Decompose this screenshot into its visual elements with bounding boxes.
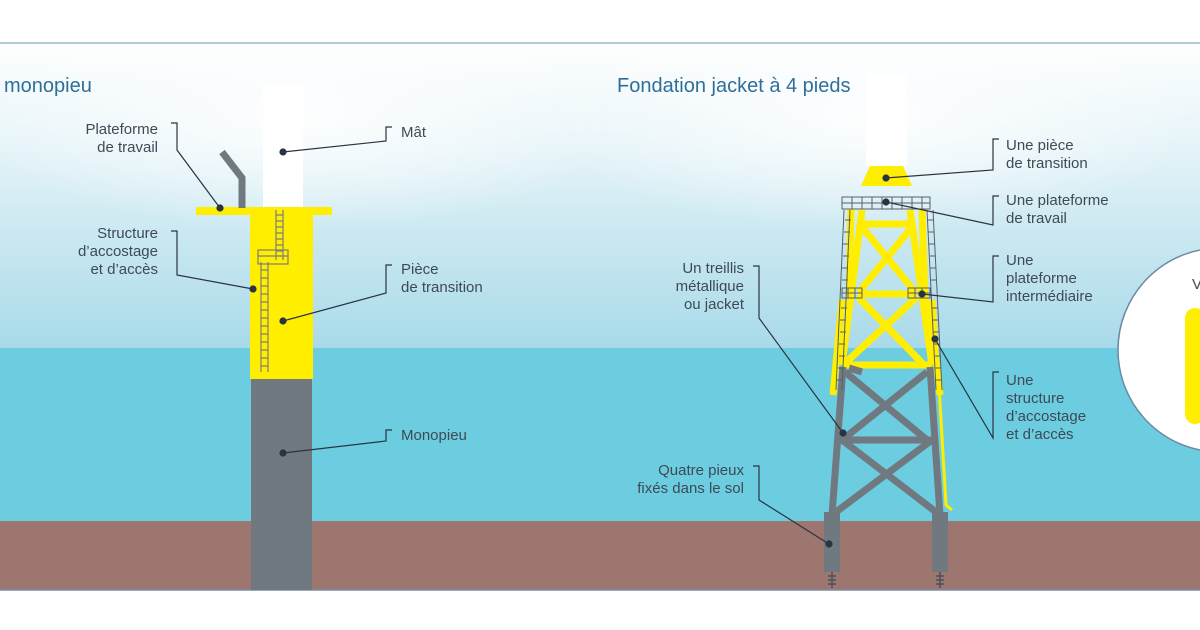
sky-haze-left <box>0 10 630 230</box>
monopile-title: monopieu <box>4 75 92 97</box>
jacket-title: Fondation jacket à 4 pieds <box>617 75 851 97</box>
label-jacket-lattice: Un treillis métallique ou jacket <box>620 260 744 314</box>
monopile-ladder <box>257 210 289 372</box>
label-line: Une <box>1006 252 1034 269</box>
jacket-pile-right <box>932 512 948 572</box>
monopile-leaders <box>171 122 392 457</box>
side-panel-text: V <box>1192 276 1200 293</box>
label-jacket-intermediate: Une plateforme intermédiaire <box>1006 252 1093 306</box>
jacket-mast <box>866 74 907 166</box>
label-line: Une pièce <box>1006 137 1074 154</box>
monopile-mast <box>263 85 303 211</box>
label-jacket-transition: Une pièce de transition <box>1006 137 1088 173</box>
label-line: structure <box>1006 390 1065 407</box>
label-line: Structure <box>97 225 158 242</box>
label-jacket-piles: Quatre pieux fixés dans le sol <box>610 462 744 498</box>
label-monopile-platform: Plateforme de travail <box>40 121 158 157</box>
jacket-pile-screws <box>828 572 944 588</box>
jacket-lower-lattice <box>828 364 944 516</box>
monopile-crane <box>219 149 246 208</box>
label-line: et d’accès <box>90 261 158 278</box>
jacket-pile-left <box>824 512 840 572</box>
label-line: Une plateforme <box>1006 192 1109 209</box>
label-jacket-access: Une structure d’accostage et d’accès <box>1006 372 1086 444</box>
label-line: fixés dans le sol <box>637 480 744 497</box>
label-line: d’accostage <box>1006 408 1087 425</box>
jacket-leaders <box>753 138 999 548</box>
monopile-structure <box>196 85 332 590</box>
label-monopile-transition: Pièce de transition <box>401 261 483 297</box>
label-line: intermédiaire <box>1006 288 1093 305</box>
label-jacket-platform: Une plateforme de travail <box>1006 192 1109 228</box>
label-monopile-pile: Monopieu <box>401 427 467 444</box>
label-line: de travail <box>97 139 158 156</box>
monopile-work-platform <box>196 207 332 215</box>
label-line: ou jacket <box>683 296 744 313</box>
label-monopile-access: Structure d’accostage et d’accès <box>40 225 158 279</box>
label-line: Pièce <box>401 261 439 278</box>
side-panel <box>1117 249 1200 451</box>
label-line: Une <box>1006 372 1034 389</box>
jacket-structure <box>824 74 953 588</box>
monopile-transition-piece <box>250 211 313 379</box>
sea <box>0 348 1200 522</box>
label-monopile-mast: Mât <box>401 124 427 141</box>
monopile-pile <box>251 378 312 590</box>
jacket-ladders <box>835 209 943 391</box>
label-line: plateforme <box>1006 270 1077 287</box>
label-line: d’accostage <box>77 243 158 260</box>
label-line: de transition <box>1006 155 1088 172</box>
jacket-work-platform <box>841 196 931 210</box>
label-line: de transition <box>401 279 483 296</box>
side-panel-yellow-shape <box>1185 308 1200 424</box>
seabed <box>0 521 1200 590</box>
label-line: et d’accès <box>1006 426 1074 443</box>
label-line: métallique <box>675 278 744 295</box>
label-line: Quatre pieux <box>658 462 744 479</box>
label-line: Plateforme <box>85 121 158 138</box>
label-line: Un treillis <box>682 260 744 277</box>
label-line: de travail <box>1006 210 1067 227</box>
